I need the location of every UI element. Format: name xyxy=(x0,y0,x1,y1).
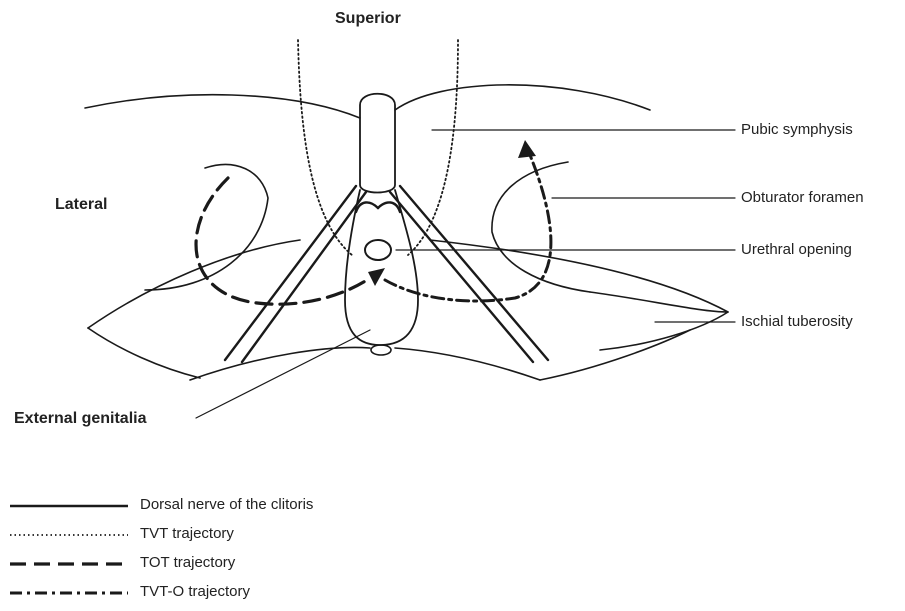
dorsal-nerve-right-inner xyxy=(390,192,533,362)
tvt-o-trajectory xyxy=(385,155,551,301)
dorsal-nerve-right-outer xyxy=(400,186,548,360)
obturator-foramen-left-outline xyxy=(145,165,268,290)
legend-label: Dorsal nerve of the clitoris xyxy=(140,496,313,513)
legend-item-tot: TOT trajectory xyxy=(10,554,430,574)
obturator-foramen-label: Obturator foramen xyxy=(741,189,864,206)
legend-item-tvt-o: TVT-O trajectory xyxy=(10,583,430,603)
tot-trajectory xyxy=(196,178,370,304)
legend-swatch-dashed xyxy=(10,554,130,574)
superior-label: Superior xyxy=(335,10,401,28)
urethral-opening-label: Urethral opening xyxy=(741,241,852,258)
dorsal-nerve-left-outer xyxy=(225,186,356,360)
external-genitalia-label: External genitalia xyxy=(14,410,147,428)
pubic-ramus-right-outline xyxy=(395,85,650,110)
dorsal-nerve-arch-left xyxy=(356,202,378,212)
tvt-o-arrowhead xyxy=(518,140,536,158)
urethral-opening-shape xyxy=(365,240,391,260)
legend-swatch-dotted xyxy=(10,525,130,545)
inferior-outline-left-far xyxy=(88,328,200,378)
legend-label: TOT trajectory xyxy=(140,554,235,571)
legend-label: TVT trajectory xyxy=(140,525,234,542)
pubic-symphysis-label: Pubic symphysis xyxy=(741,121,853,138)
ischial-tuberosity-label: Ischial tuberosity xyxy=(741,313,853,330)
dorsal-nerve-left-inner xyxy=(242,192,366,362)
legend-swatch-solid xyxy=(10,496,130,516)
external-genitalia-tip xyxy=(371,345,391,355)
legend-item-dorsal-nerve: Dorsal nerve of the clitoris xyxy=(10,496,430,516)
tot-arrowhead xyxy=(368,268,385,286)
legend-item-tvt: TVT trajectory xyxy=(10,525,430,545)
legend-swatch-dash-dot xyxy=(10,583,130,603)
pubic-symphysis-shape xyxy=(360,94,395,193)
dorsal-nerve-arch-right xyxy=(378,202,400,212)
ischial-ramus-left-outline xyxy=(88,240,300,328)
legend-label: TVT-O trajectory xyxy=(140,583,250,600)
pubic-ramus-left-outline xyxy=(85,95,360,118)
inferior-outline-right xyxy=(395,348,540,380)
lateral-label: Lateral xyxy=(55,196,107,214)
leader-external-genitalia xyxy=(196,330,370,418)
ischial-tuberosity-right-outline xyxy=(590,292,728,350)
